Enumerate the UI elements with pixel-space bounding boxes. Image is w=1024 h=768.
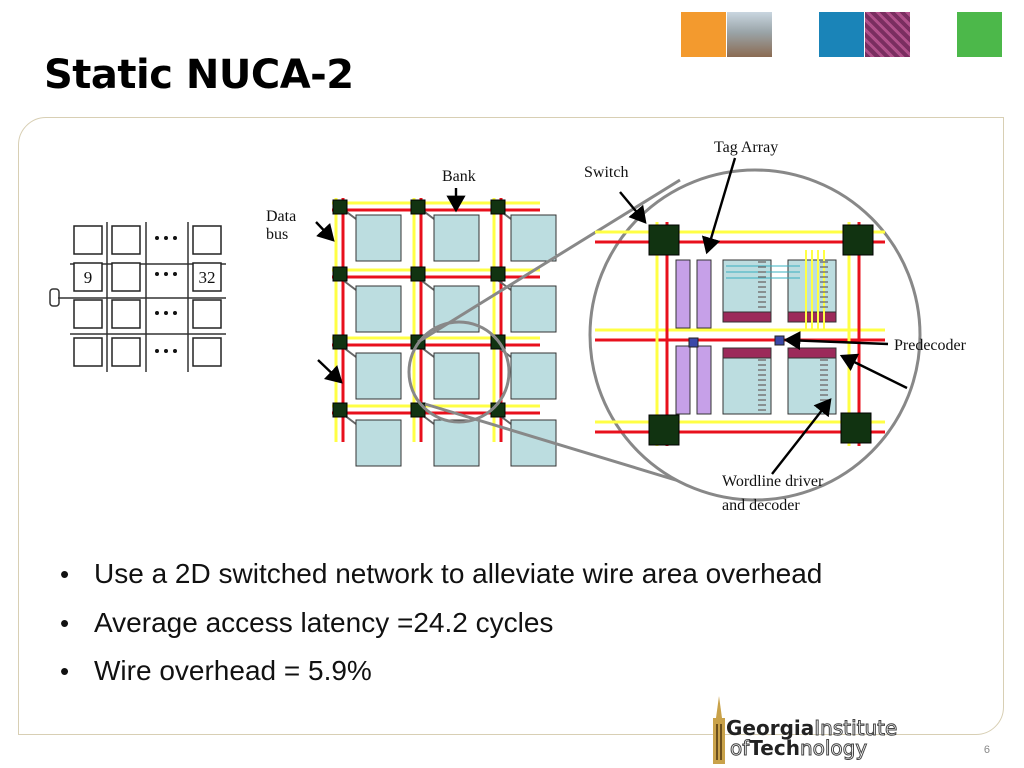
- label-data-bus-2: bus: [266, 226, 288, 243]
- bank-grid-cell: [111, 337, 141, 367]
- logo-institute: Institute: [814, 716, 898, 740]
- diagram-labels: Bank Data bus Switch Tag Array Predecode…: [266, 139, 967, 514]
- tag-array-arrow: [701, 157, 737, 255]
- bank-grid-cell: [73, 262, 103, 292]
- switch: [490, 199, 506, 215]
- bank-grid-cell: [73, 337, 103, 367]
- wordline-arrow: [771, 398, 832, 475]
- label-wordline-2: and decoder: [722, 497, 800, 514]
- slide-title: Static NUCA-2: [44, 52, 354, 98]
- switch: [332, 199, 348, 215]
- bank-grid-cell: [111, 225, 141, 255]
- zoom-circle: [588, 168, 922, 502]
- bank-grid-cell-label: 9: [84, 268, 93, 287]
- bank: [355, 419, 402, 467]
- bank-grid-cell: [192, 337, 222, 367]
- green-tile: [957, 12, 1002, 57]
- bank-grid-cell: [192, 299, 222, 329]
- switch-arrow: [619, 191, 647, 224]
- zoom-switch: [648, 224, 680, 256]
- switch: [332, 266, 348, 282]
- switch: [332, 402, 348, 418]
- logo-nology: nology: [799, 736, 868, 760]
- bank: [355, 214, 402, 262]
- bank: [510, 352, 557, 400]
- bank: [355, 352, 402, 400]
- bank-grid-cell: [111, 299, 141, 329]
- bullet-item: Average access latency =24.2 cycles: [60, 601, 822, 650]
- bank-grid: 9 32: [49, 222, 226, 372]
- bank: [433, 352, 480, 400]
- data-bus-arrow-1: [315, 221, 335, 242]
- logo-of: of: [729, 736, 750, 760]
- page-number: 6: [983, 744, 990, 756]
- switch: [410, 266, 426, 282]
- predecoder-arrow: [783, 330, 889, 351]
- label-wordline-1: Wordline driver: [722, 473, 824, 490]
- bank-grid-cell: [73, 225, 103, 255]
- bank-grid-cell-label: 32: [199, 268, 216, 287]
- label-bank: Bank: [442, 168, 476, 185]
- tag-array: [675, 259, 712, 415]
- zoom-source-circle: [407, 320, 511, 424]
- bank: [510, 285, 557, 333]
- label-switch: Switch: [584, 164, 628, 181]
- annotation-arrows: [315, 157, 908, 475]
- bullet-list: Use a 2D switched network to alleviate w…: [60, 552, 822, 698]
- bank: [433, 419, 480, 467]
- tech-tower-icon: [713, 696, 725, 764]
- zoom-switches: [648, 224, 874, 446]
- bank-grid-cell: [111, 262, 141, 292]
- label-predecoder: Predecoder: [894, 337, 967, 354]
- data-bus-arrow-2: [317, 359, 343, 384]
- content-frame: [18, 117, 1004, 735]
- circuit-photo-tile: [865, 12, 910, 57]
- bank-grid-cell: [192, 225, 222, 255]
- bank: [510, 214, 557, 262]
- label-data-bus-1: Data: [266, 208, 296, 225]
- orange-tile: [681, 12, 726, 57]
- zoomed-bank-view: [588, 168, 922, 502]
- zoom-switch: [842, 224, 874, 256]
- zoom-wires: [595, 222, 885, 446]
- bank-grid-cell: [192, 262, 222, 292]
- predecoder-arrow-2: [839, 353, 908, 390]
- campus-photo-tile: [727, 12, 772, 57]
- ellipsis-marks: [155, 236, 177, 353]
- label-tag-array: Tag Array: [714, 139, 778, 156]
- wordline-driver-ticks: [758, 261, 828, 411]
- bullet-item: Use a 2D switched network to alleviate w…: [60, 552, 822, 601]
- bank: [433, 214, 480, 262]
- logo-georgia: Georgia: [726, 716, 815, 740]
- bullet-item: Wire overhead = 5.9%: [60, 649, 822, 698]
- logo-tech: Tech: [749, 736, 800, 760]
- bank-grid-cell: [73, 299, 103, 329]
- switch: [410, 199, 426, 215]
- georgia-tech-logo: GeorgiaInstitute ofTechnology: [700, 696, 920, 764]
- yellow-bitlines: [805, 250, 825, 330]
- zoom-switch: [840, 412, 872, 444]
- zoom-switch: [648, 414, 680, 446]
- switch: [490, 266, 506, 282]
- switched-network: [332, 198, 557, 467]
- blue-tile: [819, 12, 864, 57]
- bank-grid-cells: 9 32: [73, 225, 222, 367]
- switch: [332, 334, 348, 350]
- bank: [355, 285, 402, 333]
